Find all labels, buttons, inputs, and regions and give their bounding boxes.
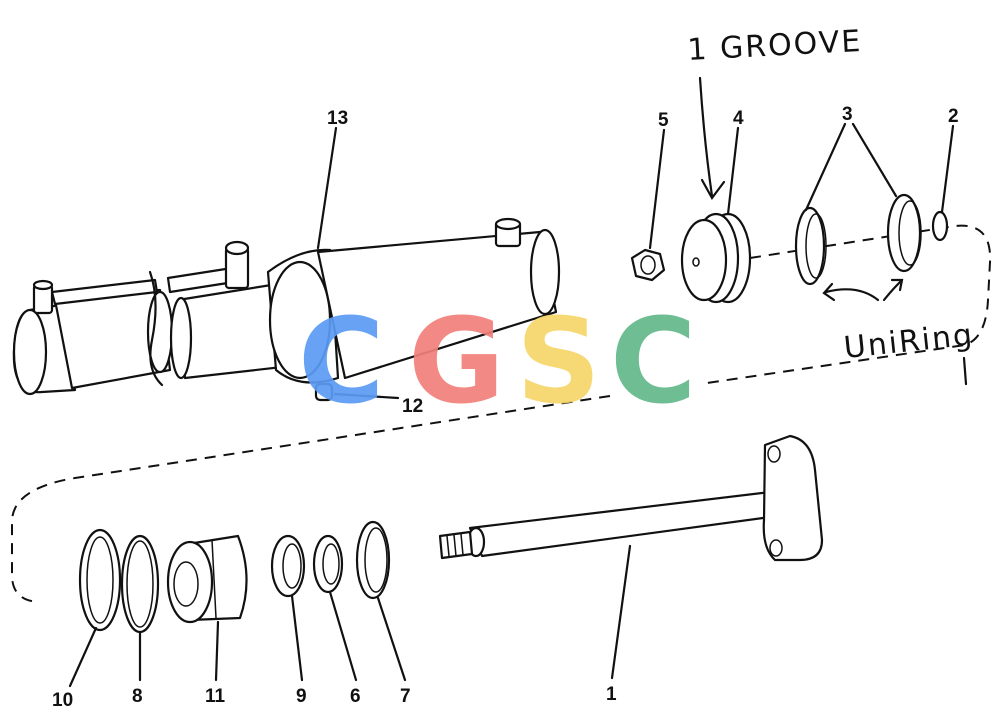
part-9-seal [270,534,306,598]
part-8-ring [120,534,160,634]
part-6-seal [312,534,344,594]
leader-lines [68,76,968,688]
part-12-plug [314,382,334,402]
watermark-letter-s: S [516,292,601,430]
annotation-groove: 1 GROOVE [687,24,863,68]
part-4-piston [680,212,752,304]
callout-2: 2 [948,106,959,127]
callout-9: 9 [296,686,307,707]
part-3-uniring-right [886,193,922,273]
watermark-letter-c2: C [610,292,697,430]
part-5-nut [630,248,666,282]
callout-5: 5 [658,110,669,131]
callout-1: 1 [606,684,617,705]
watermark-logo: C G S C [298,292,697,430]
callout-7: 7 [400,686,411,707]
callout-11: 11 [205,686,226,707]
assembly-dashed-path [11,224,992,603]
watermark-letter-g: G [408,292,505,430]
part-11-gland [166,534,248,624]
part-10-ring [78,528,122,632]
part-3-uniring-left [794,206,827,286]
callout-12: 12 [402,396,423,417]
cylinder-barrel [12,217,561,402]
part-2-o-ring [931,210,949,242]
annotation-uniring: UniRing [842,318,975,366]
callout-8: 8 [132,686,143,707]
part-1-piston-rod [438,434,824,562]
callout-10: 10 [52,690,73,711]
callout-3: 3 [842,104,853,125]
callout-6: 6 [350,686,361,707]
callout-4: 4 [733,108,744,129]
part-7-snap-ring [355,520,391,600]
watermark-letter-c1: C [298,292,385,430]
callout-13: 13 [327,108,348,129]
